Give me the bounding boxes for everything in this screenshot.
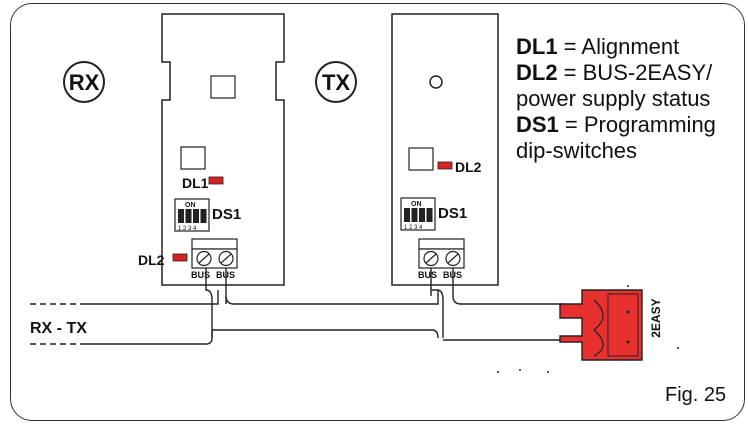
tx-dl2-led (437, 161, 453, 170)
rx-bus-label-1: BUS (191, 270, 210, 280)
legend-ds1-text2: dip-switches (516, 138, 638, 163)
legend-dl1-text: = Alignment (557, 34, 680, 59)
rx-dip-numbers: 1 2 3 4 (178, 226, 197, 232)
tx-ds1-label: DS1 (438, 205, 467, 222)
legend-ds1-text: = Programming (558, 112, 716, 137)
tx-dl2-housing (408, 147, 434, 171)
wire-tx-bus1 (431, 289, 444, 338)
rx-circle-label: RX (69, 70, 100, 95)
wire-bottom-rx (80, 268, 213, 345)
wire-rx-to-tx-bottom (212, 329, 439, 339)
stray-dots (497, 285, 679, 373)
rx-dl2-label: DL2 (138, 252, 165, 268)
legend-dl2-text: = BUS-2EASY/ (557, 60, 713, 85)
legend: DL1 = Alignment DL2 = BUS-2EASY/ power s… (516, 34, 744, 164)
legend-ds1-code: DS1 (516, 112, 559, 137)
rx-dl1-led (208, 176, 224, 185)
tx-circle-label: TX (322, 70, 350, 95)
bus-wiring (30, 268, 573, 345)
rx-dl2-led (172, 253, 188, 262)
rx-dip-switch: ON 1 2 3 4 (174, 198, 210, 232)
legend-row-ds1-cont: dip-switches (516, 138, 744, 164)
rx-board: DL1 ON 1 2 3 4 DS1 DL2 BUS BUS (138, 13, 285, 286)
rx-tx-label: RX - TX (30, 320, 87, 337)
tx-dl2-label: DL2 (455, 159, 482, 175)
tx-dip-switch: ON 1 2 3 4 (400, 197, 436, 231)
wire-top-left (80, 290, 219, 305)
rx-circle: RX (63, 61, 105, 103)
tx-dip-numbers: 1 2 3 4 (404, 225, 423, 231)
rx-dip-on-label: ON (185, 202, 196, 209)
tx-board: DL2 ON 1 2 3 4 DS1 BUS BUS (391, 13, 499, 286)
legend-row-dl2-cont: power supply status (516, 86, 744, 112)
legend-dl1-code: DL1 (516, 34, 558, 59)
tx-bus-label-1: BUS (418, 270, 437, 280)
legend-dl2-code: DL2 (516, 60, 558, 85)
twoeasy-label: 2EASY (649, 298, 663, 337)
figure-label: Fig. 25 (665, 384, 727, 406)
legend-row-dl1: DL1 = Alignment (516, 34, 744, 60)
wire-tx-bus2 (452, 268, 560, 305)
rx-component (210, 75, 236, 99)
twoeasy-connector: 2EASY (559, 289, 663, 361)
tx-circle: TX (315, 61, 357, 103)
rx-ds1-label: DS1 (212, 206, 241, 223)
legend-row-ds1: DS1 = Programming (516, 112, 744, 138)
tx-terminal-block: BUS BUS (418, 238, 465, 280)
tx-component (429, 75, 443, 89)
rx-dl1-label: DL1 (182, 175, 209, 191)
legend-row-dl2: DL2 = BUS-2EASY/ (516, 60, 744, 86)
rx-dl1-housing (180, 146, 206, 170)
legend-dl2-text2: power supply status (516, 86, 711, 111)
tx-dip-on-label: ON (411, 201, 422, 208)
